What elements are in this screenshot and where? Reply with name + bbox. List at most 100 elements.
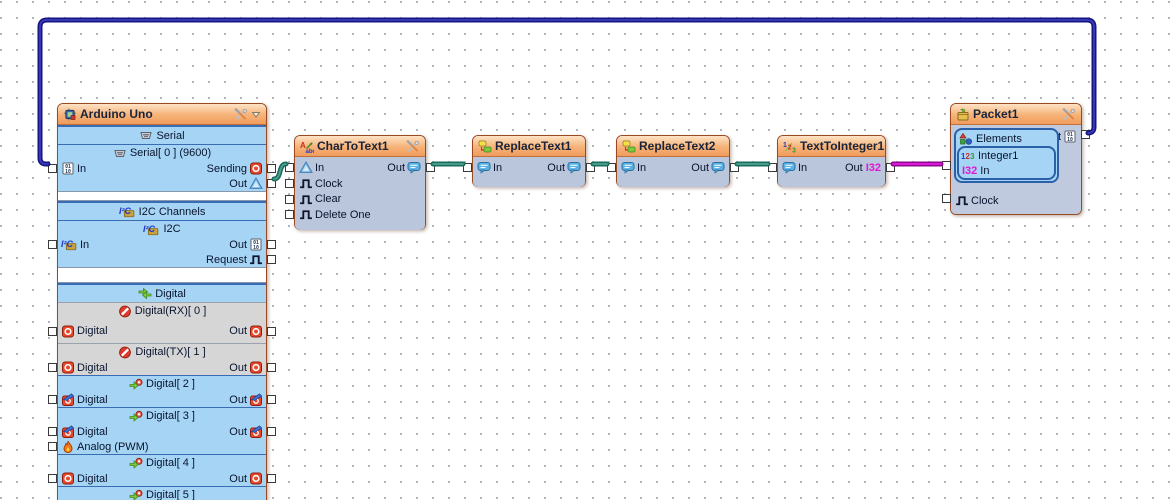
pin-label: In xyxy=(637,161,647,174)
packet-in-pin[interactable]: I32 In xyxy=(959,163,1054,178)
clock-pin-icon xyxy=(249,253,263,266)
pin-connector[interactable] xyxy=(48,395,57,404)
pin-connector[interactable] xyxy=(267,395,276,404)
pin-connector[interactable] xyxy=(285,163,294,172)
pwm-digital-pin-icon xyxy=(61,393,75,406)
input-pin[interactable]: Digital xyxy=(61,361,108,374)
output-pin[interactable]: Out xyxy=(229,425,263,438)
input-pin[interactable]: In xyxy=(299,161,324,174)
pin-connector[interactable] xyxy=(886,163,895,172)
output-pin[interactable]: Out xyxy=(229,472,263,485)
block-title: CharToText1 xyxy=(317,139,389,153)
pin-connector[interactable] xyxy=(768,163,777,172)
analog-pin-icon xyxy=(61,440,75,453)
pin-connector[interactable] xyxy=(48,363,57,372)
pin-label: In xyxy=(798,161,808,174)
packet1-header[interactable]: Packet1 xyxy=(951,104,1081,125)
pin-connector[interactable] xyxy=(48,427,57,436)
output-pin[interactable]: Out xyxy=(229,325,263,338)
replace-text-icon xyxy=(622,140,636,153)
pin-connector[interactable] xyxy=(48,164,57,173)
channel-subheader: Digital[ 3 ] xyxy=(58,407,266,424)
pin-connector[interactable] xyxy=(285,179,294,189)
packet-clock-pin[interactable]: Clock xyxy=(955,193,999,208)
tools-icon[interactable] xyxy=(234,107,248,121)
pin-connector[interactable] xyxy=(730,163,739,172)
pin-connector[interactable] xyxy=(48,326,57,336)
replacetext2-block[interactable]: ReplaceText2 In Out xyxy=(607,135,739,187)
replacetext2-header[interactable]: ReplaceText2 xyxy=(617,136,729,157)
pin-row: Request xyxy=(58,252,276,267)
input-pin[interactable]: Digital xyxy=(61,325,108,338)
pin-connector[interactable] xyxy=(267,326,276,336)
pin-label: In xyxy=(80,238,90,251)
pin-connector[interactable] xyxy=(48,442,57,451)
pin-connector[interactable] xyxy=(463,163,472,172)
pin-connector[interactable] xyxy=(586,163,595,172)
char-pin-icon xyxy=(299,161,313,174)
output-pin[interactable]: Out xyxy=(547,161,581,174)
pin-connector[interactable] xyxy=(267,164,276,173)
input-pin[interactable]: In xyxy=(782,161,807,174)
input-pin[interactable]: Digital xyxy=(61,425,108,438)
section-gap xyxy=(58,191,266,201)
output-pin[interactable]: Out xyxy=(229,361,263,374)
pin-connector[interactable] xyxy=(267,179,276,188)
pin-connector[interactable] xyxy=(285,194,294,204)
pin-connector[interactable] xyxy=(426,163,435,172)
tools-icon[interactable] xyxy=(1062,107,1076,121)
svg-text:3: 3 xyxy=(970,152,975,161)
input-pin[interactable]: Delete One xyxy=(299,208,371,221)
output-pin[interactable]: Out xyxy=(229,393,263,406)
pin-connector[interactable] xyxy=(607,163,616,172)
input-pin[interactable]: Clock xyxy=(299,177,343,190)
pin-row: Out xyxy=(58,176,276,191)
output-pin[interactable]: Out xyxy=(387,161,421,174)
input-pin[interactable]: Clear xyxy=(299,193,341,206)
packet-in-connector[interactable] xyxy=(942,161,951,170)
input-pin[interactable]: Digital xyxy=(61,472,108,485)
input-pin[interactable]: In xyxy=(621,161,646,174)
pin-connector[interactable] xyxy=(267,427,276,436)
pin-connector[interactable] xyxy=(285,210,294,220)
arduino-block-header[interactable]: Arduino Uno xyxy=(58,104,266,125)
pin-connector[interactable] xyxy=(267,363,276,372)
pin-connector[interactable] xyxy=(267,255,276,264)
input-pin[interactable]: Digital xyxy=(61,393,108,406)
output-pin[interactable]: Sending xyxy=(207,162,263,175)
pin-connector[interactable] xyxy=(267,474,276,483)
replacetext2-pins: In Out xyxy=(607,157,739,187)
text-pin-icon xyxy=(621,161,635,174)
packet-out-connector[interactable] xyxy=(1081,130,1090,139)
replacetext1-block[interactable]: ReplaceText1 In Out xyxy=(463,135,595,187)
output-pin[interactable]: Out xyxy=(691,161,725,174)
chartotext1-header[interactable]: Aabc CharToText1 xyxy=(295,136,425,157)
chevron-down-icon[interactable] xyxy=(251,108,261,121)
svg-text:01: 01 xyxy=(65,164,71,170)
tools-icon[interactable] xyxy=(406,139,420,153)
pin-connector[interactable] xyxy=(48,240,57,249)
input-pin[interactable]: Analog (PWM) xyxy=(61,440,149,453)
packet-clock-connector[interactable] xyxy=(942,194,951,203)
output-pin[interactable]: Out xyxy=(229,177,263,190)
pin-connector[interactable] xyxy=(48,474,57,483)
output-pin[interactable]: Request xyxy=(206,253,263,266)
replacetext1-header[interactable]: ReplaceText1 xyxy=(473,136,585,157)
pin-connector[interactable] xyxy=(267,240,276,249)
input-pin[interactable]: In xyxy=(477,161,502,174)
